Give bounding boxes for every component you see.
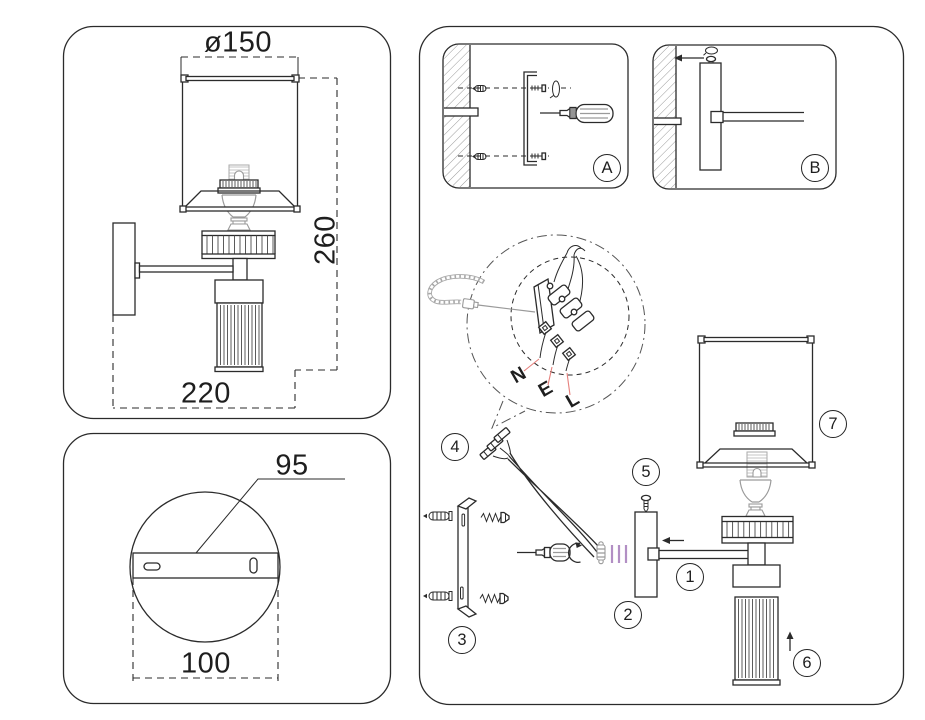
screwdriver-icon bbox=[517, 542, 582, 563]
wire-leader-lines bbox=[523, 358, 571, 396]
ribbed-cylinder bbox=[216, 302, 263, 368]
assembly-drawing bbox=[418, 25, 905, 706]
ribbed-disc bbox=[201, 230, 276, 237]
front-view-drawing bbox=[62, 25, 392, 420]
step-5-badge: 5 bbox=[632, 458, 660, 486]
wire-ends bbox=[596, 541, 628, 565]
screw-icon bbox=[530, 152, 547, 161]
screw-icon bbox=[530, 84, 547, 93]
hatched-wall-section bbox=[654, 46, 676, 188]
backplate-circle bbox=[129, 491, 281, 643]
step-1-badge: 1 bbox=[676, 563, 704, 591]
dim-plate: 100 bbox=[181, 647, 231, 680]
arm bbox=[721, 111, 804, 122]
lamp-side-view bbox=[112, 56, 338, 409]
bulb-outline bbox=[739, 479, 772, 503]
dim-height: 260 bbox=[309, 215, 342, 265]
screw-icon bbox=[640, 494, 652, 513]
dim-bracket: 95 bbox=[275, 449, 309, 482]
arm bbox=[138, 265, 234, 273]
rotation-arrow-icon bbox=[705, 46, 718, 55]
inset-a bbox=[442, 43, 629, 189]
wiring-detail-bubble bbox=[427, 234, 646, 430]
mounting-bar bbox=[132, 552, 279, 579]
step-4-badge: 4 bbox=[441, 433, 469, 461]
arm bbox=[658, 549, 752, 560]
ribbed-cylinder bbox=[734, 596, 779, 681]
wall-plate bbox=[112, 222, 136, 316]
keyhole-slot bbox=[143, 562, 161, 571]
lamp-body-exploded bbox=[696, 335, 816, 686]
ribbed-disc bbox=[721, 515, 794, 523]
backplate-panel bbox=[62, 432, 392, 705]
wall-anchor-icon bbox=[472, 85, 487, 92]
front-view-panel bbox=[62, 25, 392, 420]
inset-b bbox=[652, 44, 837, 190]
assembly-panel bbox=[418, 25, 905, 706]
connector-and-wires bbox=[479, 427, 628, 565]
backplate-drawing bbox=[62, 432, 392, 705]
screw-icon bbox=[479, 592, 509, 605]
dim-depth: 220 bbox=[181, 377, 231, 410]
screwdriver-icon bbox=[540, 103, 614, 124]
rotation-arrow-icon bbox=[552, 80, 560, 98]
wall-anchor-icon bbox=[423, 591, 453, 601]
step-2-badge: 2 bbox=[614, 601, 642, 629]
screw-slot bbox=[249, 557, 258, 574]
earth-wire bbox=[427, 274, 536, 313]
dim-shade-diameter: ø150 bbox=[203, 26, 273, 59]
mounting-bracket bbox=[457, 503, 469, 612]
screw-icon bbox=[480, 511, 510, 524]
bulb-outline bbox=[221, 194, 257, 218]
step-a-badge: A bbox=[593, 154, 621, 182]
lampshade bbox=[703, 336, 809, 343]
step-3-badge: 3 bbox=[448, 626, 476, 654]
plate-and-arm bbox=[634, 494, 752, 598]
wall-anchor-icon bbox=[423, 511, 453, 521]
step-b-badge: B bbox=[801, 154, 829, 182]
wall-anchor-icon bbox=[472, 153, 487, 160]
mounting-bracket bbox=[523, 71, 537, 166]
step-7-badge: 7 bbox=[819, 410, 847, 438]
bracket-hardware bbox=[423, 497, 510, 618]
step-6-badge: 6 bbox=[793, 649, 821, 677]
